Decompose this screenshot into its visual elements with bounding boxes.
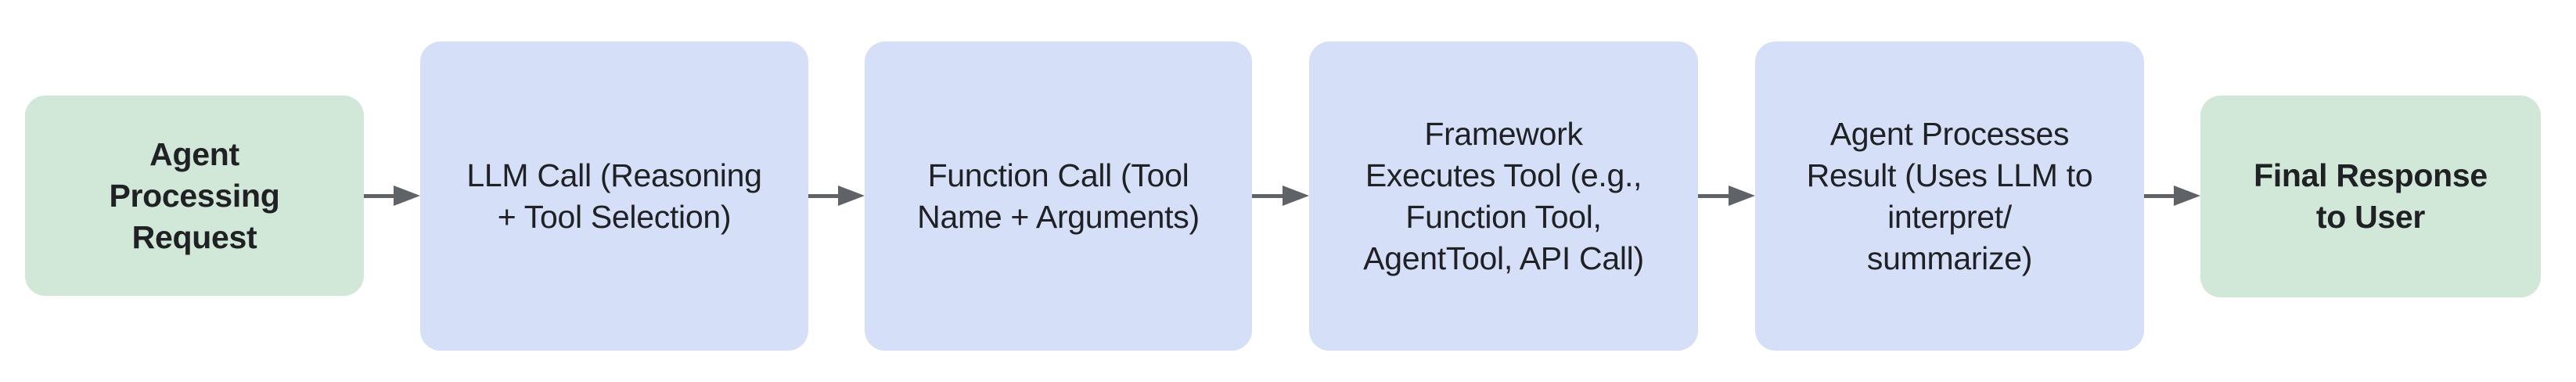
node-framework-executes-tool: Framework Executes Tool (e.g., Function … [1309,41,1698,351]
flow-arrow-5 [2144,186,2200,206]
arrow-right-icon [838,186,865,206]
node-label-function-call: Function Call (Tool Name + Arguments) [917,157,1200,235]
node-label-agent-processes-result: Agent Processes Result (Uses LLM to inte… [1806,115,2093,276]
arrow-line [2144,193,2175,198]
arrow-line [364,193,395,198]
arrow-right-icon [1283,186,1309,206]
node-function-call: Function Call (Tool Name + Arguments) [865,41,1252,351]
flow-arrow-4 [1698,186,1755,206]
node-agent-processes-result: Agent Processes Result (Uses LLM to inte… [1755,41,2144,351]
flow-arrow-1 [364,186,420,206]
arrow-line [1252,193,1284,198]
node-agent-processing-request: Agent Processing Request [25,96,364,296]
arrow-right-icon [394,186,420,206]
flow-arrow-3 [1252,186,1309,206]
node-label-agent-processing-request: Agent Processing Request [109,135,280,255]
arrow-right-icon [2174,186,2200,206]
node-label-llm-call: LLM Call (Reasoning + Tool Selection) [466,157,762,235]
arrow-right-icon [1729,186,1755,206]
arrow-line [1698,193,1730,198]
node-llm-call: LLM Call (Reasoning + Tool Selection) [420,41,808,351]
node-label-final-response-to-user: Final Response to User [2254,157,2488,235]
flow-arrow-2 [808,186,865,206]
node-final-response-to-user: Final Response to User [2200,96,2541,297]
arrow-line [808,193,840,198]
node-label-framework-executes-tool: Framework Executes Tool (e.g., Function … [1363,115,1644,276]
